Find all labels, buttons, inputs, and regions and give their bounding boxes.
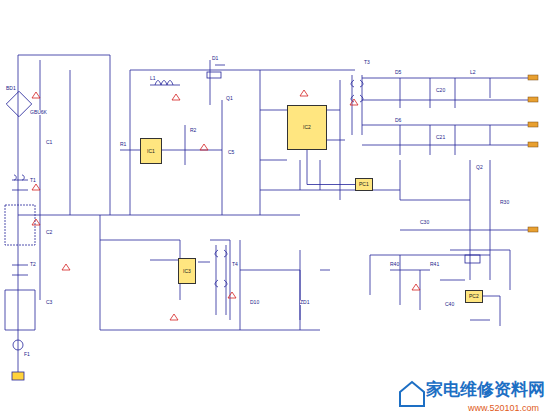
part-label: C5	[228, 150, 234, 155]
part-label: C20	[436, 88, 445, 93]
part-label: BD1	[6, 86, 16, 91]
ic-box: PC2	[465, 290, 483, 303]
part-label: Q2	[476, 165, 483, 170]
part-label: C2	[46, 230, 52, 235]
ic-box: IC1	[140, 138, 162, 164]
part-label: GBU6K	[30, 110, 47, 115]
part-label: L1	[150, 76, 156, 81]
part-label: D10	[250, 300, 259, 305]
part-label: F1	[24, 352, 30, 357]
ic-box: IC3	[178, 258, 196, 284]
part-label: C40	[445, 302, 454, 307]
part-label: ZD1	[300, 300, 309, 305]
watermark: www.520101.com	[468, 404, 539, 413]
part-label: T2	[30, 262, 36, 267]
part-label: C1	[46, 140, 52, 145]
part-label: T3	[364, 60, 370, 65]
ic-label: PC2	[468, 293, 480, 300]
part-label: Q1	[226, 96, 233, 101]
ic-box: PC1	[355, 178, 373, 191]
part-label: D6	[395, 118, 401, 123]
part-label: R1	[120, 142, 126, 147]
part-label: R40	[390, 262, 399, 267]
part-label: T1	[30, 178, 36, 183]
feedback-wire	[307, 150, 355, 185]
ic-label: IC1	[146, 148, 156, 155]
part-label: R41	[430, 262, 439, 267]
ic-label: PC1	[358, 181, 370, 188]
part-label: D1	[212, 56, 218, 61]
part-label: T4	[232, 262, 238, 267]
part-label: C3	[46, 300, 52, 305]
part-label: C21	[436, 135, 445, 140]
ic-box: IC2	[287, 105, 327, 150]
ic-label: IC3	[182, 268, 192, 275]
watermark: 家电维修资料网	[426, 381, 545, 398]
part-label: L2	[470, 70, 476, 75]
part-label: D5	[395, 70, 401, 75]
ic-label: IC2	[302, 124, 312, 131]
part-label: R2	[190, 128, 196, 133]
part-label: C30	[420, 220, 429, 225]
part-label: R30	[500, 200, 509, 205]
